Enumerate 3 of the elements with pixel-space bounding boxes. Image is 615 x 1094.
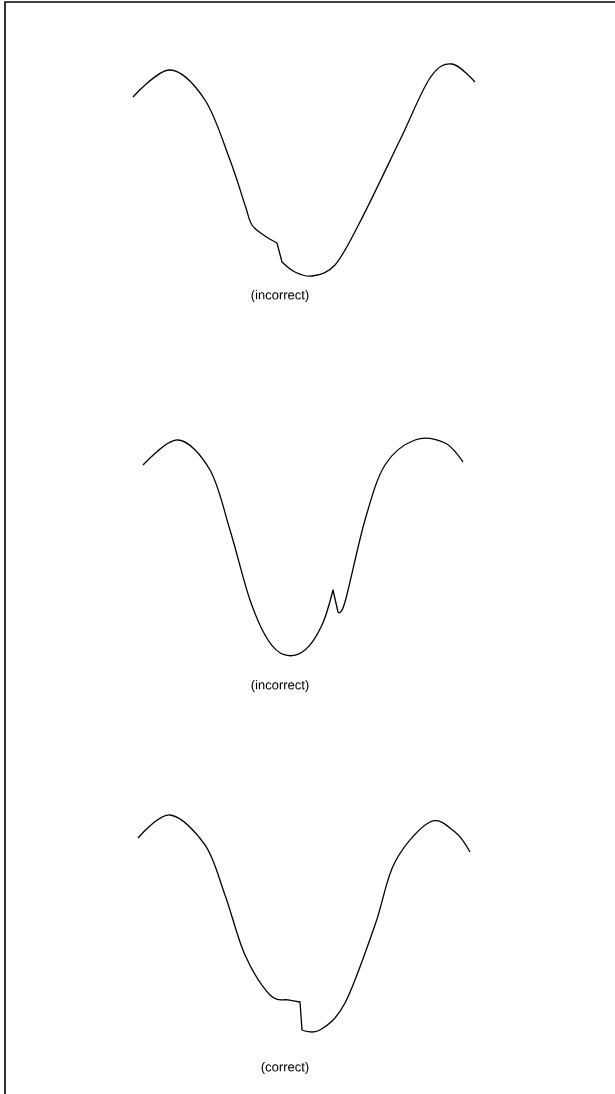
caption: (incorrect) (251, 289, 309, 303)
caption: (correct) (261, 1061, 309, 1075)
caption: (incorrect) (251, 679, 309, 693)
